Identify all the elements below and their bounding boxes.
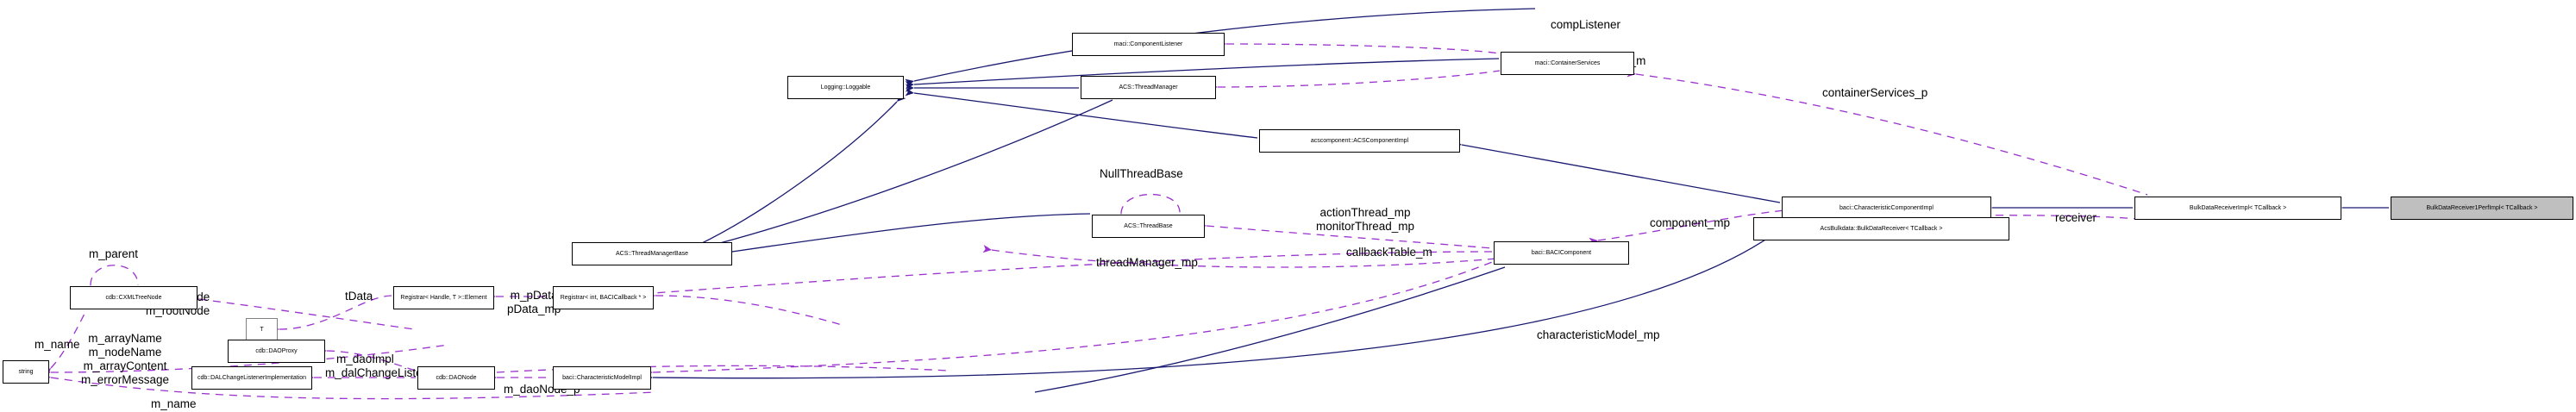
edge-label-m_name_bottom: m_name xyxy=(151,397,197,410)
class-node-cdb_daonode[interactable]: cdb::DAONode xyxy=(417,366,495,390)
edge-label-tdata: tData xyxy=(345,290,373,303)
class-node-baci_bacicomponent[interactable]: baci::BACIComponent xyxy=(1494,241,1629,265)
edge-label-nullthreadbase: NullThreadBase xyxy=(1100,167,1183,180)
class-node-baci_charcomponentimpl[interactable]: baci::CharacteristicComponentImpl xyxy=(1782,197,1991,220)
class-node-baci_charmodelimpl[interactable]: baci::CharacteristicModelImpl xyxy=(553,366,651,390)
inheritance-edges xyxy=(643,8,2389,393)
class-node-acs_threadmanagerbase[interactable]: ACS::ThreadManagerBase xyxy=(572,242,732,265)
class-node-t_template[interactable]: T xyxy=(246,318,278,341)
class-node-bulkdatareceiverimpl[interactable]: BulkDataReceiverImpl< TCallback > xyxy=(2134,197,2341,220)
edge-label-receiver: receiver xyxy=(2055,211,2097,224)
edge-label-characteristicmodel_mp: characteristicModel_mp xyxy=(1537,328,1660,341)
class-node-acscomponent_impl[interactable]: acscomponent::ACSComponentImpl xyxy=(1259,129,1460,153)
class-node-maci_componentlistener[interactable]: maci::ComponentListener xyxy=(1072,33,1225,56)
edge-label-m_dalchangelistener: m_dalChangeListener xyxy=(325,366,440,379)
class-node-acs_threadbase[interactable]: ACS::ThreadBase xyxy=(1092,215,1205,238)
edge-label-complistener: compListener xyxy=(1551,18,1621,31)
edge-label-component_mp: component_mp xyxy=(1650,216,1731,229)
class-node-cdb_dalchangelistener[interactable]: cdb::DALChangeListenerImplementation xyxy=(191,366,312,390)
class-node-logging_loggable[interactable]: Logging::Loggable xyxy=(787,76,904,99)
edge-label-callbacktable_m: callbackTable_m xyxy=(1346,246,1432,259)
class-node-cdb_cxmltreenode[interactable]: cdb::CXMLTreeNode xyxy=(70,286,197,309)
class-node-acs_threadmanager[interactable]: ACS::ThreadManager xyxy=(1081,76,1216,99)
edge-label-m_daoimpl: m_daoImpl xyxy=(336,353,394,365)
class-node-acsbulkdata_receiver[interactable]: AcsBulkdata::BulkDataReceiver< TCallback… xyxy=(1753,217,2009,240)
association-edges xyxy=(41,40,2148,400)
edge-label-containerservices_p: containerServices_p xyxy=(1822,86,1928,99)
class-node-cdb_daoproxy[interactable]: cdb::DAOProxy xyxy=(228,340,325,363)
class-node-maci_containerservices[interactable]: maci::ContainerServices xyxy=(1501,52,1634,75)
class-node-bulkdatareceiver1perfimpl[interactable]: BulkDataReceiver1PerfImpl< TCallback > xyxy=(2391,197,2573,220)
edge-label-m_parent: m_parent xyxy=(89,247,139,260)
edge-label-threadmanager_mp: threadManager_mp xyxy=(1096,256,1198,269)
class-node-registrar_int_bacicb[interactable]: Registrar< int, BACICallback * > xyxy=(553,286,654,309)
class-node-string_node[interactable]: string xyxy=(3,360,49,384)
edge-label-m_name_left: m_name xyxy=(34,338,80,351)
class-node-registrar_handle_t[interactable]: Registrar< Handle, T >::Element xyxy=(393,286,494,309)
